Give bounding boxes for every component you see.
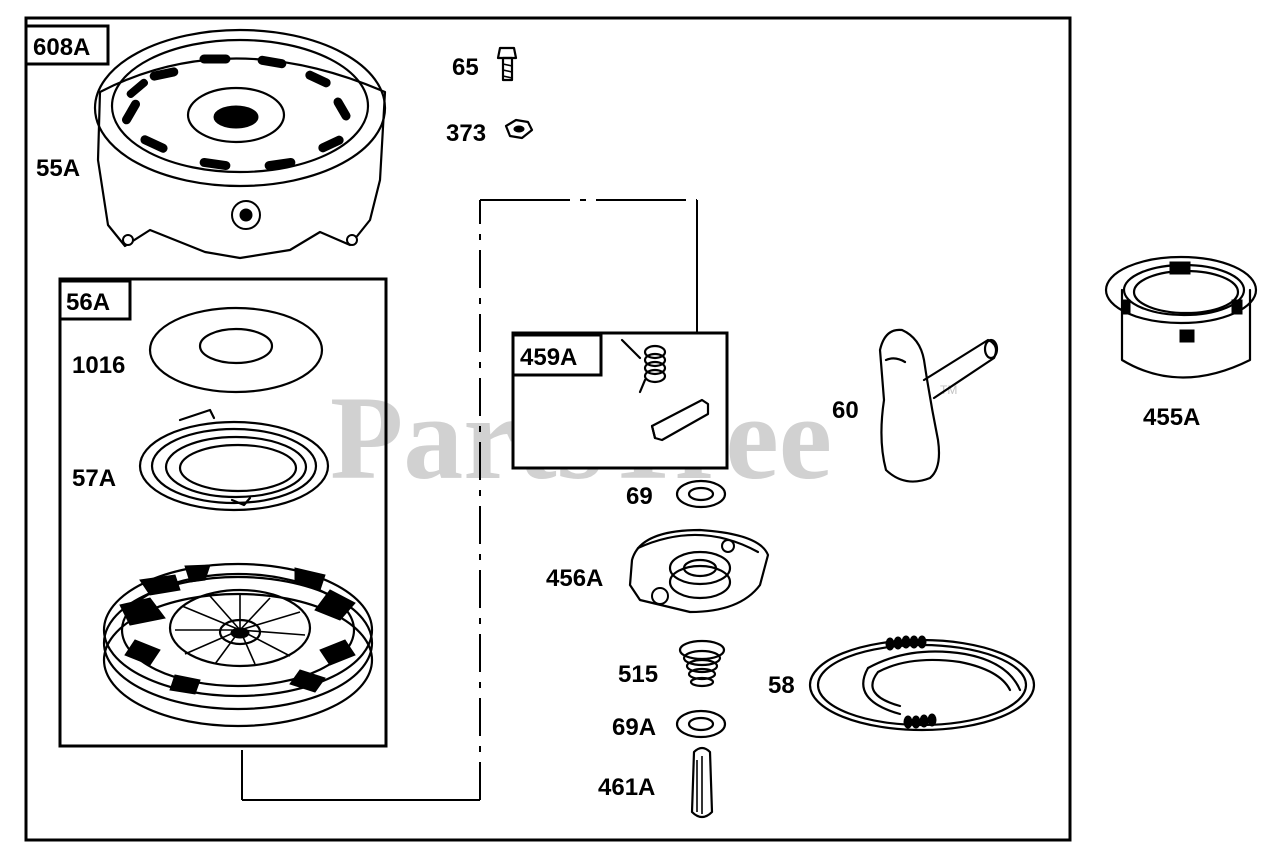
callout-58: 58 (768, 672, 795, 699)
assembly-frame (24, 16, 1072, 842)
hex-nut-icon (504, 118, 534, 140)
callout-55a: 55A (36, 155, 80, 182)
callout-60: 60 (832, 397, 859, 424)
assembly-label: 608A (33, 34, 90, 61)
callout-69: 69 (626, 483, 653, 510)
kit-label-56a: 56A (66, 289, 110, 316)
callout-461a: 461A (598, 774, 655, 801)
callout-1016: 1016 (72, 352, 125, 379)
pawl-icon (650, 398, 710, 442)
pawl-retainer-icon (628, 528, 770, 614)
washer-icon (148, 306, 324, 394)
kit-box-56a: 56A (58, 277, 388, 748)
starter-rope-icon (808, 635, 1036, 732)
assembly-label-box: 608A (24, 24, 110, 66)
rewind-housing-icon (93, 28, 387, 260)
pawl-spring-icon (620, 338, 667, 394)
washer-icon (675, 709, 727, 739)
callout-69a: 69A (612, 714, 656, 741)
rewind-spring-icon (138, 408, 330, 512)
bolt-icon (496, 46, 518, 82)
callout-456a: 456A (546, 565, 603, 592)
callout-labels: 55A 65 373 1016 57A 60 455A 69 456A 515 … (36, 54, 1200, 801)
retainer-pin-icon (690, 746, 714, 819)
kit-connector-line (241, 199, 698, 801)
callout-57a: 57A (72, 465, 116, 492)
compression-spring-icon (678, 639, 726, 688)
callout-373: 373 (446, 120, 486, 147)
kit-label-459a: 459A (520, 344, 577, 371)
callout-455a: 455A (1143, 404, 1200, 431)
callout-515: 515 (618, 661, 658, 688)
starter-pulley-icon (102, 562, 374, 728)
starter-cup-icon (1104, 255, 1258, 379)
washer-icon (675, 479, 727, 509)
starter-handle-icon (878, 328, 999, 483)
callout-65: 65 (452, 54, 479, 81)
kit-box-459a: 459A (511, 331, 729, 470)
